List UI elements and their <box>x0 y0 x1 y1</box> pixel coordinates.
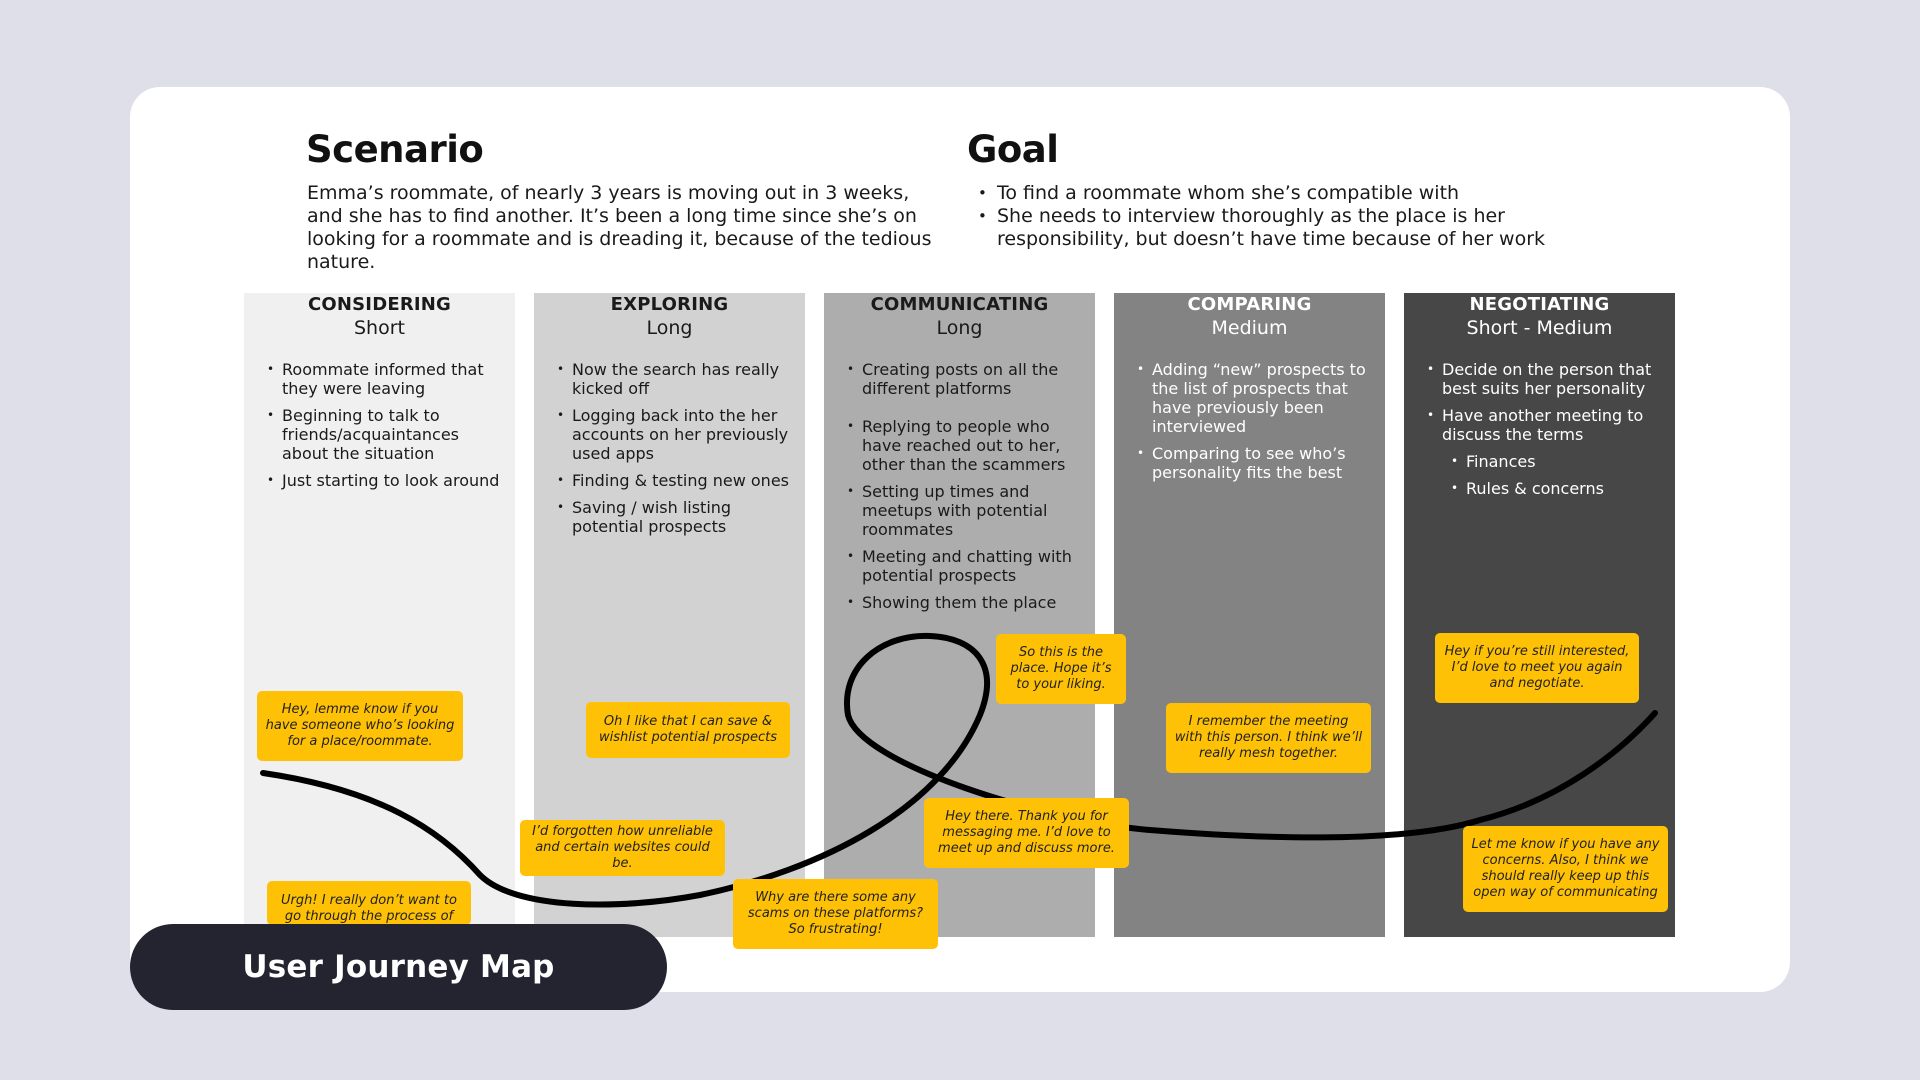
stage-activity: Beginning to talk to friends/acquaintanc… <box>267 406 503 463</box>
stage-duration: Medium <box>1211 317 1288 339</box>
stage-activities: Roommate informed that they were leaving… <box>244 360 515 490</box>
stage-name: COMPARING <box>1187 294 1312 315</box>
quote-note: Why are there some any scams on these pl… <box>733 879 938 949</box>
stage-subactivity: Finances <box>1451 452 1663 471</box>
stage-activity: Showing them the place <box>847 593 1083 612</box>
stage-activity: Creating posts on all the different plat… <box>847 360 1083 398</box>
quote-note: Hey if you’re still interested, I’d love… <box>1435 633 1639 703</box>
quote-note: I’d forgotten how unreliable and certain… <box>520 820 725 876</box>
scenario-text: Emma’s roommate, of nearly 3 years is mo… <box>307 182 932 273</box>
quote-note: Let me know if you have any concerns. Al… <box>1463 826 1668 912</box>
scenario-title: Scenario <box>306 128 484 171</box>
quote-note: Hey, lemme know if you have someone who’… <box>257 691 463 761</box>
stage-considering: CONSIDERING Short Roommate informed that… <box>244 293 515 937</box>
stage-activities: Creating posts on all the different plat… <box>824 360 1095 612</box>
quote-note: Oh I like that I can save & wishlist pot… <box>586 702 790 758</box>
quote-note: So this is the place. Hope it’s to your … <box>996 634 1126 704</box>
goal-title: Goal <box>967 128 1059 171</box>
stage-activity: Meeting and chatting with potential pros… <box>847 547 1083 585</box>
stage-duration: Long <box>936 317 983 339</box>
stage-exploring: EXPLORING Long Now the search has really… <box>534 293 805 937</box>
goal-item: To find a roommate whom she’s compatible… <box>978 182 1578 205</box>
stage-activities: Now the search has really kicked off Log… <box>534 360 805 536</box>
stage-duration: Long <box>646 317 693 339</box>
stage-activities: Decide on the person that best suits her… <box>1404 360 1675 498</box>
stage-activity: Setting up times and meetups with potent… <box>847 482 1083 539</box>
stage-name: EXPLORING <box>610 294 729 315</box>
stage-activity: Have another meeting to discuss the term… <box>1427 406 1663 444</box>
stage-activities: Adding “new” prospects to the list of pr… <box>1114 360 1385 482</box>
quote-note: Hey there. Thank you for messaging me. I… <box>924 798 1129 868</box>
stage-activity: Finding & testing new ones <box>557 471 793 490</box>
stage-activity: Saving / wish listing potential prospect… <box>557 498 793 536</box>
goal-list: To find a roommate whom she’s compatible… <box>978 182 1578 251</box>
stage-subactivity: Rules & concerns <box>1451 479 1663 498</box>
stage-duration: Short - Medium <box>1466 317 1613 339</box>
quote-note: I remember the meeting with this person.… <box>1166 703 1371 773</box>
stage-duration: Short <box>354 317 405 339</box>
stage-name: COMMUNICATING <box>870 294 1049 315</box>
stage-activity: Logging back into the her accounts on he… <box>557 406 793 463</box>
footer-label: User Journey Map <box>130 924 667 1010</box>
stage-activity: Comparing to see who’s personality fits … <box>1137 444 1373 482</box>
stage-name: CONSIDERING <box>307 294 452 315</box>
stage-name: NEGOTIATING <box>1469 294 1610 315</box>
stage-activity: Just starting to look around <box>267 471 503 490</box>
stage-activity: Decide on the person that best suits her… <box>1427 360 1663 398</box>
stage-activity: Roommate informed that they were leaving <box>267 360 503 398</box>
goal-item: She needs to interview thoroughly as the… <box>978 205 1578 251</box>
stage-comparing: COMPARING Medium Adding “new” prospects … <box>1114 293 1385 937</box>
stage-activity: Now the search has really kicked off <box>557 360 793 398</box>
stage-activity: Replying to people who have reached out … <box>847 417 1083 474</box>
stage-activity: Adding “new” prospects to the list of pr… <box>1137 360 1373 436</box>
quote-note: Urgh! I really don’t want to go through … <box>267 881 471 925</box>
